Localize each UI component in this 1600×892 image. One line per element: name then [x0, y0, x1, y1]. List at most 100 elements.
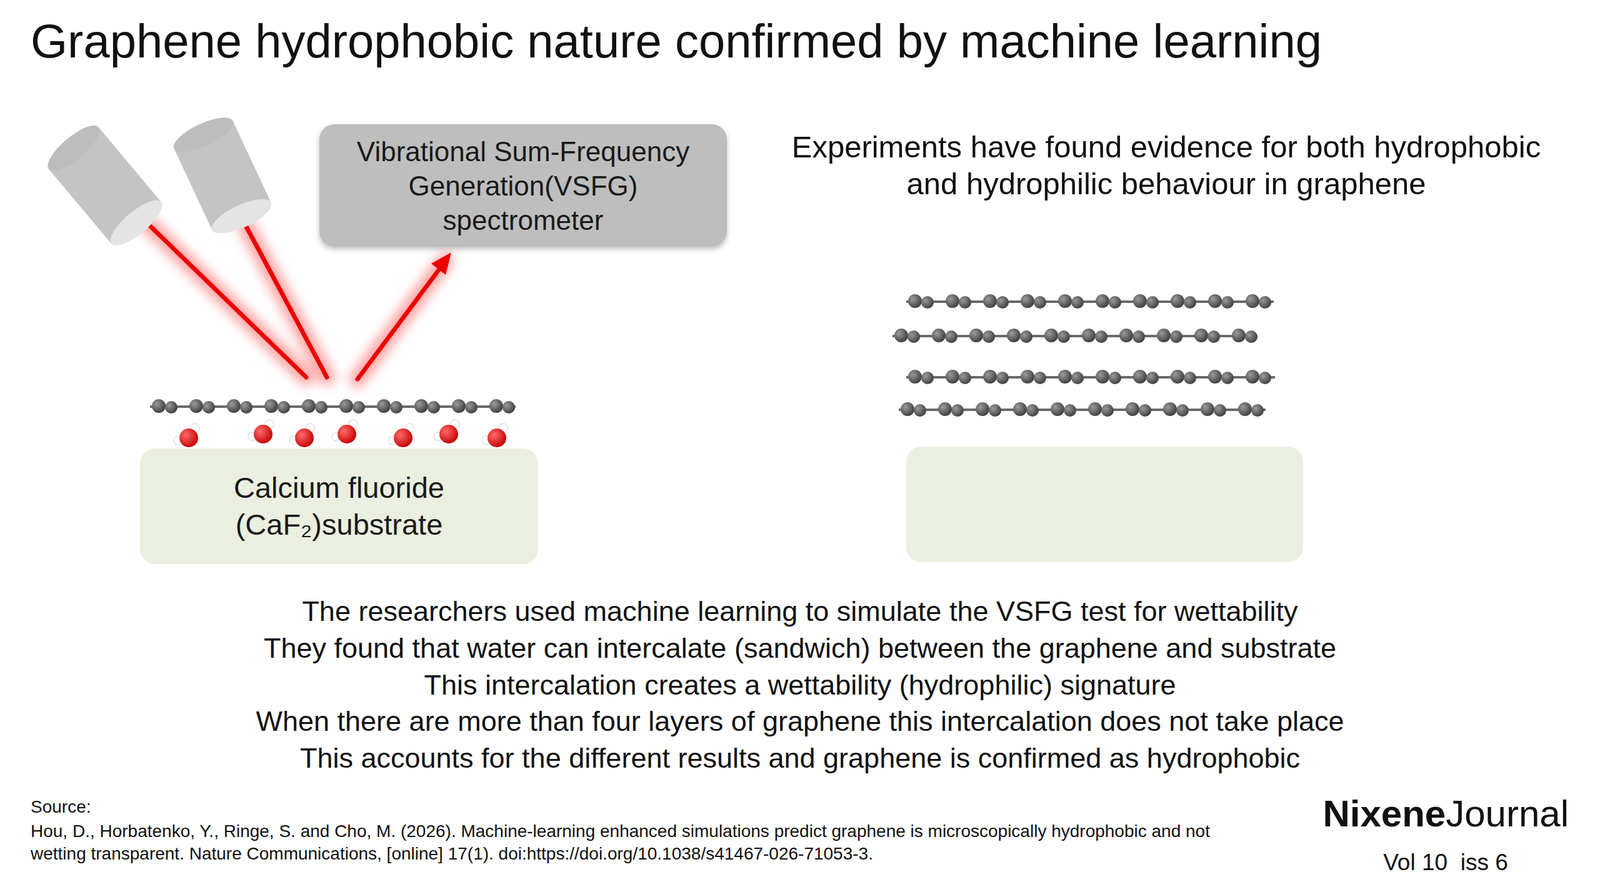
- brand: NixeneJournal: [1322, 792, 1569, 836]
- laser-glow: [143, 219, 445, 380]
- carbon-atom: [240, 401, 253, 414]
- title: Graphene hydrophobic nature confirmed by…: [30, 13, 1322, 69]
- carbon-atom: [390, 401, 403, 414]
- carbon-atom: [1156, 328, 1171, 343]
- carbon-atom: [1132, 330, 1145, 344]
- carbon-atom: [1170, 294, 1185, 309]
- carbon-atom: [1063, 404, 1077, 417]
- source-heading: Source:: [30, 797, 92, 818]
- spectrometer-box: Vibrational Sum-Frequency Generation(VSF…: [319, 124, 727, 247]
- carbon-atom: [1183, 296, 1197, 309]
- carbon-atom: [938, 402, 952, 417]
- carbon-atom: [1138, 404, 1152, 417]
- carbon-atom: [1200, 402, 1215, 417]
- graphene-layers: [150, 294, 1275, 417]
- carbon-atom: [1258, 371, 1272, 385]
- carbon-atom: [1238, 402, 1252, 417]
- carbon-atom: [301, 399, 316, 414]
- carbon-atom: [1020, 330, 1033, 344]
- carbon-atom: [945, 370, 960, 384]
- carbon-atom: [202, 401, 215, 414]
- carbon-atom: [1020, 370, 1035, 384]
- carbon-atom: [1208, 370, 1222, 384]
- laser-emitter: [169, 110, 276, 240]
- carbon-atom: [958, 371, 972, 385]
- carbon-atom: [951, 404, 964, 417]
- substrate: [906, 446, 1304, 563]
- carbon-atom: [427, 401, 440, 414]
- finding-line: When there are more than four layers of …: [0, 705, 1600, 739]
- carbon-atom: [1133, 370, 1147, 384]
- carbon-atom: [1221, 371, 1234, 385]
- carbon-atom: [1170, 330, 1183, 344]
- carbon-atom: [1057, 330, 1070, 344]
- citation: Hou, D., Horbatenko, Y., Ringe, S. and C…: [30, 820, 1212, 866]
- carbon-atom: [988, 404, 1002, 417]
- carbon-atom: [465, 401, 478, 414]
- carbon-atom: [1183, 371, 1197, 385]
- carbon-atom: [945, 330, 958, 344]
- carbon-atom: [996, 371, 1009, 385]
- finding-line: They found that water can intercalate (s…: [0, 632, 1600, 665]
- carbon-atom: [502, 401, 515, 414]
- carbon-atom: [1020, 294, 1035, 309]
- oxygen-atom: [487, 428, 507, 448]
- carbon-atom: [165, 401, 178, 414]
- carbon-atom: [958, 296, 972, 309]
- oxygen-atom: [295, 428, 314, 448]
- carbon-atom: [1071, 371, 1084, 385]
- carbon-atom: [1170, 370, 1185, 384]
- substrate: [140, 448, 539, 565]
- carbon-atom: [1101, 404, 1114, 417]
- carbon-atom: [1213, 404, 1227, 417]
- carbon-atom: [1081, 328, 1096, 343]
- carbon-atom: [1163, 402, 1177, 417]
- carbon-atom: [1251, 404, 1264, 417]
- brand-name: Journal: [1445, 792, 1569, 836]
- oxygen-atom: [253, 425, 273, 444]
- laser-emitter: [41, 118, 169, 253]
- carbon-atom: [1095, 370, 1110, 384]
- box-label: Vibrational Sum-Frequency Generation(VSF…: [341, 134, 705, 238]
- finding-line: The researchers used machine learning to…: [0, 595, 1600, 629]
- carbon-atom: [1095, 330, 1108, 344]
- carbon-atom: [921, 371, 934, 385]
- carbon-atom: [414, 399, 429, 414]
- carbon-atom: [1133, 294, 1147, 309]
- carbon-atom: [1176, 404, 1189, 417]
- carbon-atom: [931, 328, 946, 343]
- carbon-atom: [1207, 330, 1220, 344]
- carbon-atom: [1146, 296, 1159, 309]
- carbon-atom: [1245, 370, 1260, 384]
- carbon-atom: [1194, 328, 1209, 343]
- carbon-atom: [1033, 371, 1047, 385]
- finding-line: This intercalation creates a wettability…: [0, 669, 1600, 702]
- spectrometer-box: [319, 124, 727, 247]
- carbon-atom: [352, 401, 365, 414]
- carbon-atom: [983, 294, 997, 309]
- carbon-atom: [1245, 294, 1260, 309]
- carbon-atom: [1095, 294, 1110, 309]
- water-molecules: [173, 420, 508, 448]
- carbon-atom: [1013, 402, 1027, 417]
- carbon-atom: [1231, 328, 1246, 343]
- carbon-atom: [983, 370, 997, 384]
- carbon-atom: [1125, 402, 1140, 417]
- carbon-atom: [913, 404, 927, 417]
- issue-number: Vol 10 iss 6: [1351, 850, 1540, 877]
- carbon-atom: [945, 294, 960, 309]
- box-label: Calcium fluoride (CaF₂)substrate: [162, 470, 516, 544]
- carbon-atom: [189, 399, 204, 414]
- carbon-atom: [907, 330, 920, 344]
- carbon-atom: [1071, 296, 1084, 309]
- oxygen-atom: [337, 425, 357, 444]
- brand-name: Nixene: [1322, 792, 1446, 836]
- substrate-box: Calcium fluoride (CaF₂)substrate: [140, 448, 539, 565]
- carbon-atom: [996, 296, 1009, 309]
- carbon-atom: [1258, 296, 1272, 309]
- oxygen-atom: [439, 425, 459, 444]
- carbon-atom: [339, 399, 354, 414]
- carbon-atom: [1221, 296, 1234, 309]
- carbon-atom: [1006, 328, 1021, 343]
- carbon-atom: [1108, 296, 1122, 309]
